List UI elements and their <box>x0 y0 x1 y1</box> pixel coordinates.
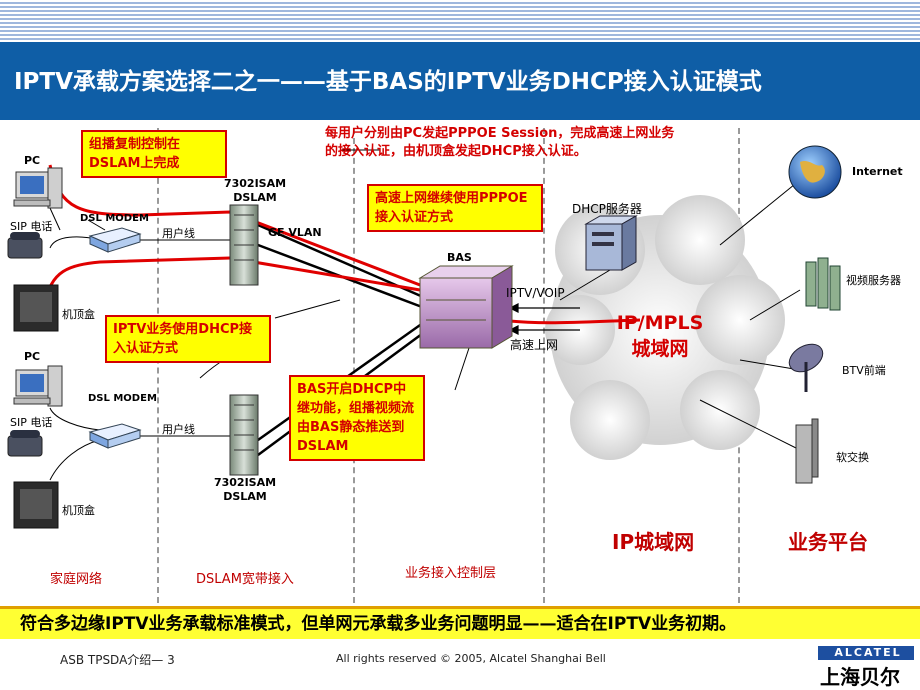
cloud-label-line-1: IP/MPLS <box>616 312 704 334</box>
label-sip-2: SIP 电话 <box>10 416 53 429</box>
zone-divider-2 <box>353 128 355 603</box>
header-stripes <box>0 0 920 40</box>
pc-icon <box>13 167 63 209</box>
sip-phone-icon <box>7 232 43 259</box>
brand-cn: 上海贝尔 <box>820 665 900 689</box>
zone-ip-metro: IP城域网 <box>612 530 695 554</box>
brand-name: ALCATEL <box>834 646 902 659</box>
note-multicast: 组播复制控制在DSLAM上完成 <box>81 130 227 178</box>
zone-service: 业务平台 <box>788 530 868 554</box>
dsl-modem-icon <box>88 227 142 253</box>
pc-icon <box>13 365 63 407</box>
dslam-rack-icon <box>229 394 259 476</box>
set-top-tv-icon <box>13 284 59 332</box>
internet-globe-icon <box>788 145 842 199</box>
traffic-arrows <box>508 303 580 335</box>
zone-home: 家庭网络 <box>50 572 103 587</box>
btv-dish-icon <box>788 343 824 392</box>
summary-text: 符合多边缘IPTV业务承载标准模式，但单网元承载多业务问题明显——适合在IPTV… <box>20 614 737 634</box>
label-gevlan: GE VLAN <box>268 226 322 239</box>
zone-access: 业务接入控制层 <box>405 566 497 581</box>
label-modem-2: DSL MODEM <box>88 393 157 404</box>
label-modem-1: DSL MODEM <box>80 213 149 224</box>
label-line-2: 用户线 <box>162 423 195 436</box>
zone-divider-1 <box>157 128 159 603</box>
label-dslam-2: 7302ISAM DSLAM <box>213 476 277 503</box>
label-video-server: 视频服务器 <box>846 274 901 287</box>
cloud-label-line-2: 城域网 <box>631 338 689 360</box>
summary-bar <box>0 606 920 639</box>
dsl-modem-icon <box>88 423 142 449</box>
label-highspeed-net: 高速上网 <box>510 338 559 352</box>
label-bas: BAS <box>447 251 472 264</box>
label-btv: BTV前端 <box>842 364 886 377</box>
alcatel-logo-bar <box>818 646 914 660</box>
label-stb-1: 机顶盒 <box>62 308 95 321</box>
note-iptv-dhcp: IPTV业务使用DHCP接入认证方式 <box>105 315 271 363</box>
note-highspeed: 高速上网继续使用PPPOE接入认证方式 <box>367 184 543 232</box>
label-softswitch: 软交换 <box>836 451 869 464</box>
zone-divider-3 <box>543 128 545 603</box>
label-line-1: 用户线 <box>162 227 195 240</box>
note-bas-relay: BAS开启DHCP中继功能，组播视频流由BAS静态推送到DSLAM <box>289 375 425 461</box>
sip-phone-icon <box>7 430 43 457</box>
video-server-icon <box>805 257 841 311</box>
label-pc-1: PC <box>24 154 41 167</box>
label-pc-2: PC <box>24 350 41 363</box>
cloud-label: IP/MPLS 城域网 <box>600 310 720 362</box>
footer-copyright: All rights reserved © 2005, Alcatel Shan… <box>336 652 606 665</box>
set-top-tv-icon <box>13 481 59 529</box>
dslam-rack-icon <box>229 204 259 286</box>
title-bar <box>0 42 920 120</box>
softswitch-icon <box>795 418 819 484</box>
label-dhcp-server: DHCP服务器 <box>572 202 642 216</box>
label-dslam-1: 7302ISAM DSLAM <box>223 177 287 204</box>
label-internet: Internet <box>852 165 903 178</box>
label-iptv-voip: IPTV/VOIP <box>506 286 565 300</box>
footer-page-label: ASB TPSDA介绍— 3 <box>60 653 175 667</box>
label-stb-2: 机顶盒 <box>62 504 95 517</box>
note-session: 每用户分别由PC发起PPPOE Session，完成高速上网业务的接入认证，由机… <box>325 126 675 159</box>
slide-title: IPTV承载方案选择二之一——基于BAS的IPTV业务DHCP接入认证模式 <box>14 69 762 95</box>
bas-router-icon <box>418 265 514 349</box>
label-sip-1: SIP 电话 <box>10 220 53 233</box>
zone-dslam: DSLAM宽带接入 <box>196 572 294 587</box>
dhcp-server-icon <box>584 215 638 271</box>
